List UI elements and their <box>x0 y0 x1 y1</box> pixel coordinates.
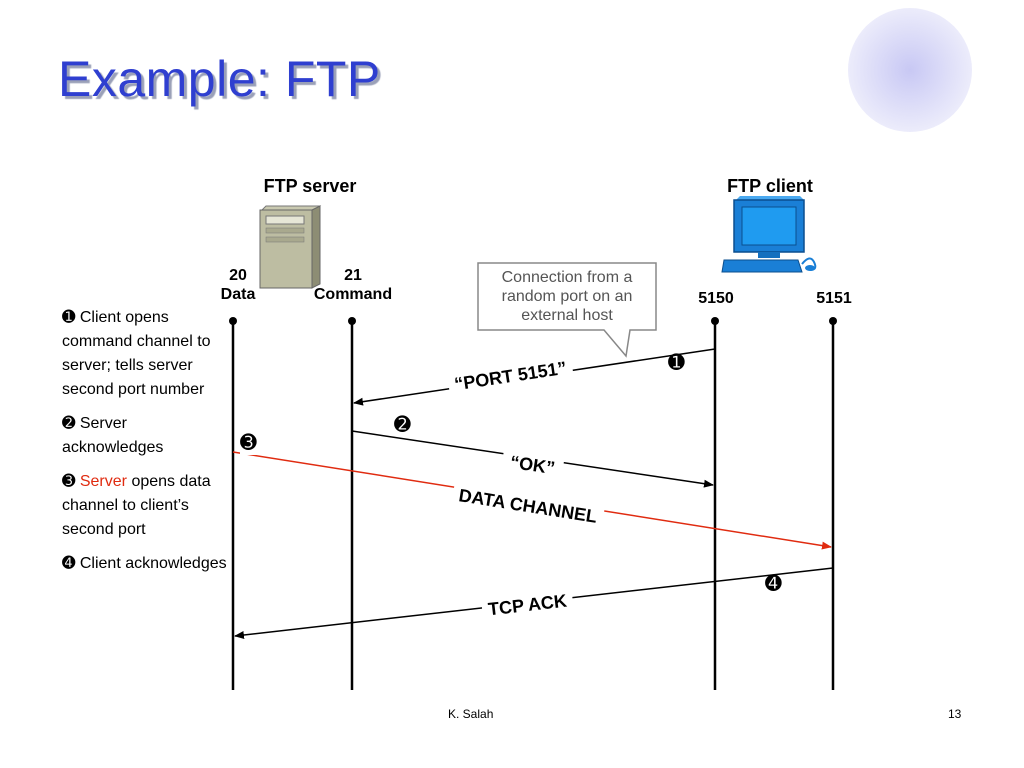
slide-title: Example: FTP <box>58 51 381 107</box>
page-number: 13 <box>948 707 962 721</box>
footer-author: K. Salah <box>448 707 494 721</box>
lifeline-port-20 <box>229 317 237 690</box>
callout-box <box>477 262 657 358</box>
server-icon <box>259 205 322 289</box>
step-3-marker: ➌ <box>240 430 257 455</box>
step-3-highlight: Server <box>79 473 127 490</box>
lifeline-port-21 <box>348 317 356 690</box>
step-note-1: ➊ Client opens command channel to server… <box>62 309 211 398</box>
computer-icon <box>721 196 817 273</box>
step-note-4: ➍ Client acknowledges <box>62 555 227 572</box>
port-5150-label: 5150 <box>698 290 734 307</box>
step-1-marker: ➊ <box>668 352 685 374</box>
step-2-marker: ➋ <box>394 414 411 436</box>
step-note-2: ➋ Server acknowledges <box>62 415 164 456</box>
step-note-3: ➌ Server opens data channel to client’s … <box>62 473 211 538</box>
lifeline-port-5151 <box>829 317 837 690</box>
ftp-server-label: FTP server <box>263 176 357 196</box>
step-4-marker: ➍ <box>765 573 782 595</box>
step-notes: ➊ Client opens command channel to server… <box>62 306 232 586</box>
ftp-client-label: FTP client <box>727 176 813 196</box>
lifeline-port-5150 <box>711 317 719 690</box>
port-5151-label: 5151 <box>816 290 852 307</box>
decorative-circle-icon <box>848 8 972 132</box>
callout-text: Connection from a random port on an exte… <box>501 269 633 324</box>
